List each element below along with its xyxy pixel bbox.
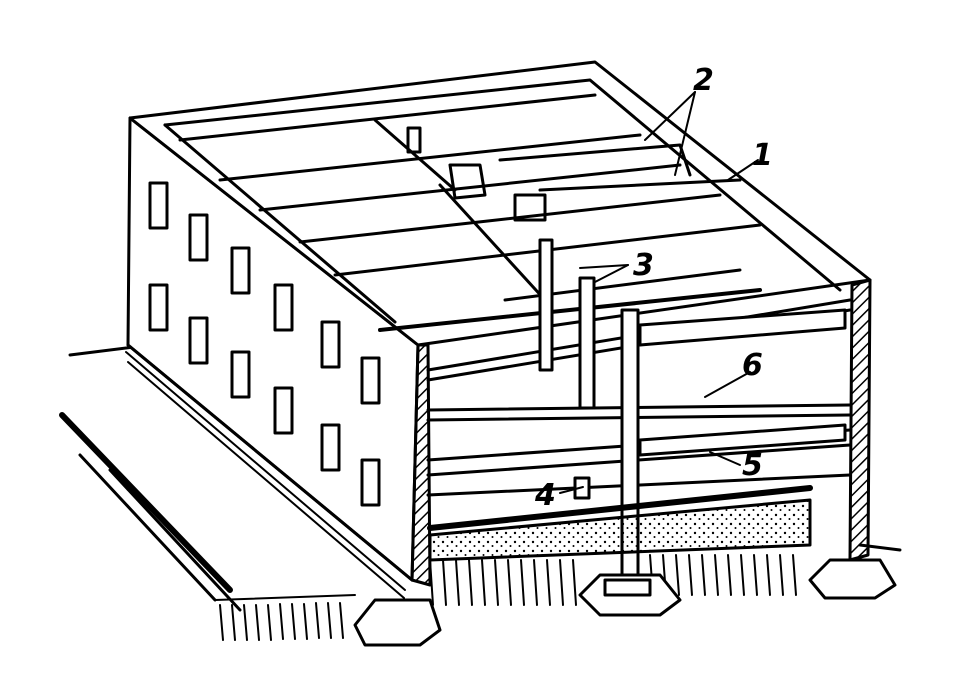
gravel-bedding <box>427 485 813 562</box>
column-foundation <box>578 573 682 617</box>
callout-label-5: 5 <box>742 448 763 483</box>
callout-label-1: 1 <box>752 138 773 173</box>
callout-label-4: 4 <box>534 478 556 513</box>
end-wall-section <box>410 278 872 587</box>
callout-label-6: 6 <box>742 348 763 383</box>
soil-stubble <box>214 554 797 641</box>
roof-slab <box>128 60 872 347</box>
window-grid <box>148 181 381 507</box>
crossbar-beam <box>378 288 847 457</box>
callout-label-3: 3 <box>633 248 654 283</box>
leader-lines <box>559 91 759 494</box>
ground-line <box>59 343 902 612</box>
callout-label-2: 2 <box>693 63 714 98</box>
wall-foundation <box>353 558 897 647</box>
